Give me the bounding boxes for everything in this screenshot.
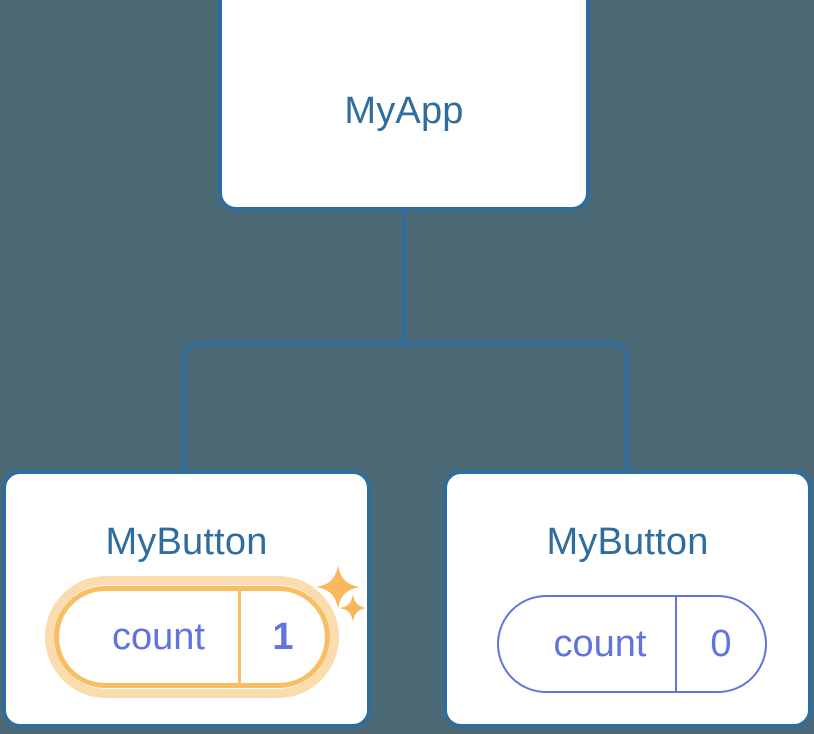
- state-pill-glow-ring: [45, 576, 339, 698]
- sparkle-icon: [339, 594, 367, 622]
- node-mybutton-left[interactable]: MyButton count 1: [2, 470, 371, 728]
- node-myapp[interactable]: MyApp: [218, 0, 590, 211]
- state-pill-key: count: [112, 616, 205, 658]
- state-pill-value: 1: [238, 591, 325, 683]
- node-mybutton-right[interactable]: MyButton count 0: [443, 470, 812, 728]
- edge-branch-right: [404, 341, 629, 472]
- state-pill-count[interactable]: count 0: [497, 595, 767, 693]
- state-pill-key: count: [553, 623, 647, 665]
- node-title: MyButton: [546, 521, 709, 563]
- edge-branch-left: [182, 341, 404, 472]
- state-pill-count[interactable]: count 1: [54, 586, 330, 688]
- state-pill-highlight-wrap: count 1: [45, 576, 339, 698]
- sparkle-icon: [316, 565, 360, 609]
- state-pill-value: 0: [675, 597, 765, 691]
- node-title: MyApp: [344, 90, 464, 132]
- node-title: MyButton: [105, 521, 268, 563]
